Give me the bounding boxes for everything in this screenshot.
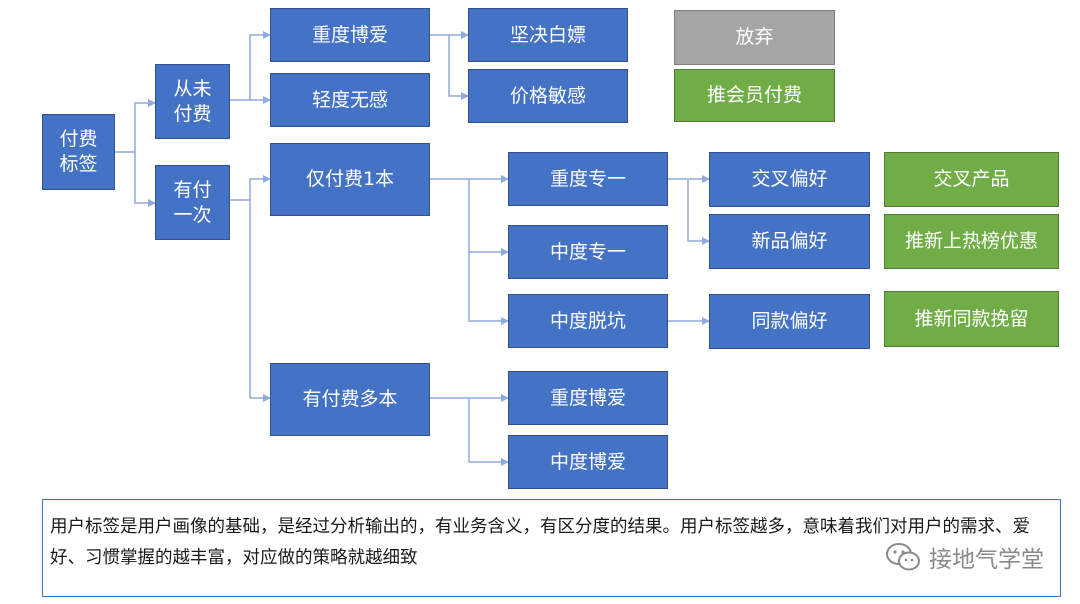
node-mid-love-label: 中度博爱 bbox=[549, 450, 626, 473]
connector-heavy-single-new bbox=[687, 179, 710, 245]
node-paid-many-books-label: 有付费多本 bbox=[302, 388, 398, 410]
node-light-none: 轻度无感 bbox=[270, 73, 430, 127]
node-mid-dropout-label: 中度脱坑 bbox=[549, 309, 626, 332]
node-mid-dropout: 中度脱坑 bbox=[508, 294, 668, 348]
node-cross-pref: 交叉偏好 bbox=[709, 152, 870, 207]
node-firm-freebie-label: 坚决白嫖 bbox=[509, 23, 586, 46]
connector-paid-once-one-book bbox=[230, 175, 271, 201]
node-new-pref: 新品偏好 bbox=[709, 214, 870, 269]
node-price-sensitive: 价格敏感 bbox=[468, 69, 628, 123]
node-cross-product: 交叉产品 bbox=[884, 152, 1059, 207]
node-push-member-label: 推会员付费 bbox=[706, 84, 802, 106]
node-cross-pref-label: 交叉偏好 bbox=[751, 168, 828, 190]
node-heavy-love-2-label: 重度博爱 bbox=[549, 386, 626, 409]
node-push-member: 推会员付费 bbox=[674, 69, 835, 122]
node-push-same-label: 推新同款挽留 bbox=[914, 307, 1029, 330]
connector-many-books-mid-love bbox=[468, 398, 509, 466]
connector-never-paid-heavy-love bbox=[230, 31, 271, 101]
node-cross-product-label: 交叉产品 bbox=[933, 168, 1010, 190]
connector-one-book-mid-dropout bbox=[468, 252, 509, 325]
node-give-up: 放弃 bbox=[674, 10, 835, 65]
node-paid-one-book-label: 仅付费1本 bbox=[305, 168, 395, 190]
node-paid-once-label: 有付 一次 bbox=[173, 178, 212, 226]
node-paid-many-books: 有付费多本 bbox=[270, 363, 430, 436]
wechat-icon bbox=[886, 543, 920, 571]
node-same-pref-label: 同款偏好 bbox=[751, 310, 828, 332]
node-mid-single-label: 中度专一 bbox=[549, 240, 626, 263]
node-same-pref: 同款偏好 bbox=[709, 294, 870, 349]
note-text: 用户标签是用户画像的基础，是经过分析输出的，有业务含义，有区分度的结果。用户标签… bbox=[50, 517, 1030, 568]
connector-paid-once-many-books bbox=[249, 200, 271, 402]
node-heavy-single-label: 重度专一 bbox=[549, 167, 626, 190]
connector-root-never-paid bbox=[115, 99, 156, 153]
node-price-sensitive-label: 价格敏感 bbox=[509, 84, 586, 107]
node-new-pref-label: 新品偏好 bbox=[751, 230, 828, 252]
node-push-same: 推新同款挽留 bbox=[884, 291, 1059, 347]
node-mid-love: 中度博爱 bbox=[508, 435, 668, 489]
node-heavy-love-2: 重度博爱 bbox=[508, 371, 668, 425]
node-heavy-love-1: 重度博爱 bbox=[270, 8, 430, 62]
note-box: 用户标签是用户画像的基础，是经过分析输出的，有业务含义，有区分度的结果。用户标签… bbox=[42, 499, 1061, 597]
node-root: 付费 标签 bbox=[42, 114, 115, 190]
node-never-paid: 从未 付费 bbox=[155, 64, 230, 139]
node-firm-freebie: 坚决白嫖 bbox=[468, 8, 628, 62]
node-give-up-label: 放弃 bbox=[735, 26, 774, 48]
node-light-none-label: 轻度无感 bbox=[311, 88, 388, 111]
node-mid-single: 中度专一 bbox=[508, 225, 668, 279]
node-push-hot-label: 推新上热榜优惠 bbox=[904, 230, 1038, 252]
node-paid-one-book: 仅付费1本 bbox=[270, 143, 430, 216]
node-heavy-love-1-label: 重度博爱 bbox=[311, 23, 388, 46]
watermark-text: 接地气学堂 bbox=[929, 547, 1044, 573]
watermark: 接地气学堂 bbox=[885, 540, 1044, 574]
node-never-paid-label: 从未 付费 bbox=[173, 77, 212, 125]
connector-one-book-mid-single bbox=[468, 179, 509, 256]
connector-heavy-love-price bbox=[448, 35, 469, 100]
node-paid-once: 有付 一次 bbox=[155, 165, 230, 240]
node-root-label: 付费 标签 bbox=[59, 128, 98, 175]
node-push-hot: 推新上热榜优惠 bbox=[884, 214, 1059, 269]
node-heavy-single: 重度专一 bbox=[508, 152, 668, 206]
connector-root-paid-once bbox=[134, 152, 156, 207]
